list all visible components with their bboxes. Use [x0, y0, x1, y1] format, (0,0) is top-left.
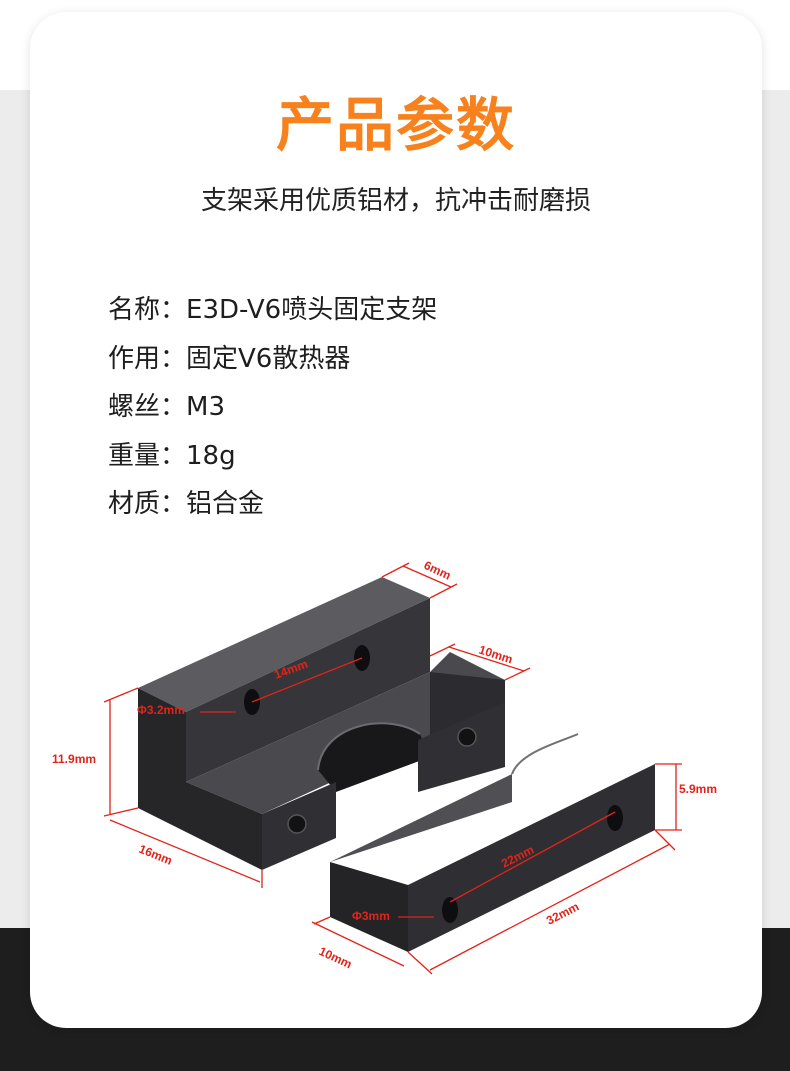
- dimension-label: 10mm: [477, 643, 514, 667]
- dimension-label: 10mm: [317, 944, 354, 971]
- dimension-label: 32mm: [544, 899, 581, 927]
- dimension-label: 11.9mm: [52, 752, 96, 766]
- dimension-label: 16mm: [137, 842, 174, 868]
- dimension-label: Φ3mm: [352, 909, 390, 923]
- dimension-label: 6mm: [422, 558, 453, 583]
- upper-bracket-part: [138, 577, 505, 870]
- spec-value: 18g: [186, 440, 236, 471]
- dimension-label: 5.9mm: [679, 782, 717, 796]
- dimension-lines: [103, 562, 682, 975]
- spec-row-function: 作用：固定V6散热器: [108, 339, 437, 388]
- bracket-dimension-drawing: 6mm 10mm 14mm Φ3.2mm 11.9mm 16mm 5.9mm 2…: [52, 558, 717, 975]
- page-title: 产品参数: [275, 91, 516, 159]
- spec-value: 固定V6散热器: [186, 343, 351, 374]
- spec-row-material: 材质：铝合金: [108, 484, 437, 533]
- spec-label: 名称：: [108, 295, 187, 325]
- spec-label: 材质：: [108, 489, 187, 519]
- product-parameters-card: 产品参数 支架采用优质铝材，抗冲击耐磨损 名称：E3D-V6喷头固定支架 作用：…: [30, 12, 762, 1028]
- dimension-label: Φ3.2mm: [137, 703, 185, 717]
- spec-label: 重量：: [108, 440, 187, 471]
- spec-value: 铝合金: [186, 489, 265, 519]
- spec-value: E3D-V6喷头固定支架: [186, 295, 438, 325]
- spec-row-name: 名称：E3D-V6喷头固定支架: [108, 290, 437, 339]
- page-subtitle: 支架采用优质铝材，抗冲击耐磨损: [200, 186, 591, 216]
- spec-row-screw: 螺丝：M3: [108, 387, 437, 436]
- spec-value: M3: [186, 392, 225, 422]
- spec-label: 螺丝：: [108, 392, 187, 422]
- spec-row-weight: 重量：18g: [108, 436, 437, 485]
- spec-list: 名称：E3D-V6喷头固定支架 作用：固定V6散热器 螺丝：M3 重量：18g …: [108, 290, 437, 533]
- spec-label: 作用：: [108, 343, 187, 374]
